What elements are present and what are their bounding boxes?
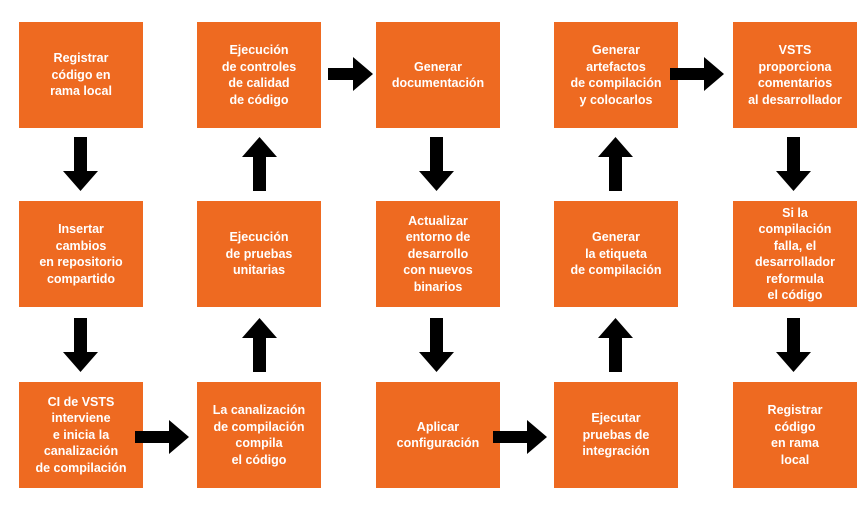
step-pipeline-compiles: La canalización de compilación compila e… [197, 382, 321, 488]
arrow-down-icon [776, 318, 811, 372]
step-push-changes: Insertar cambios en repositorio comparti… [19, 201, 143, 307]
arrow-right-icon [493, 420, 547, 454]
step-generate-build-artifacts: Generar artefactos de compilación y colo… [554, 22, 678, 128]
step-code-quality-checks: Ejecución de controles de calidad de cód… [197, 22, 321, 128]
arrow-up-icon [598, 318, 633, 372]
arrow-right-icon [328, 57, 373, 91]
arrow-right-icon [670, 57, 724, 91]
step-generate-build-label: Generar la etiqueta de compilación [554, 201, 678, 307]
step-generate-docs: Generar documentación [376, 22, 500, 128]
step-ci-starts-pipeline: CI de VSTS interviene e inicia la canali… [19, 382, 143, 488]
step-register-code-local-final: Registrar código en rama local [733, 382, 857, 488]
step-apply-configuration: Aplicar configuración [376, 382, 500, 488]
arrow-up-icon [242, 318, 277, 372]
step-run-integration-tests: Ejecutar pruebas de integración [554, 382, 678, 488]
arrow-down-icon [63, 318, 98, 372]
arrow-down-icon [419, 318, 454, 372]
step-update-dev-environment: Actualizar entorno de desarrollo con nue… [376, 201, 500, 307]
arrow-up-icon [598, 137, 633, 191]
step-build-fails-refactor: Si la compilación falla, el desarrollado… [733, 201, 857, 307]
arrow-down-icon [63, 137, 98, 191]
arrow-up-icon [242, 137, 277, 191]
step-run-unit-tests: Ejecución de pruebas unitarias [197, 201, 321, 307]
arrow-down-icon [776, 137, 811, 191]
step-vsts-feedback: VSTS proporciona comentarios al desarrol… [733, 22, 857, 128]
arrow-down-icon [419, 137, 454, 191]
step-register-code-local: Registrar código en rama local [19, 22, 143, 128]
arrow-right-icon [135, 420, 189, 454]
